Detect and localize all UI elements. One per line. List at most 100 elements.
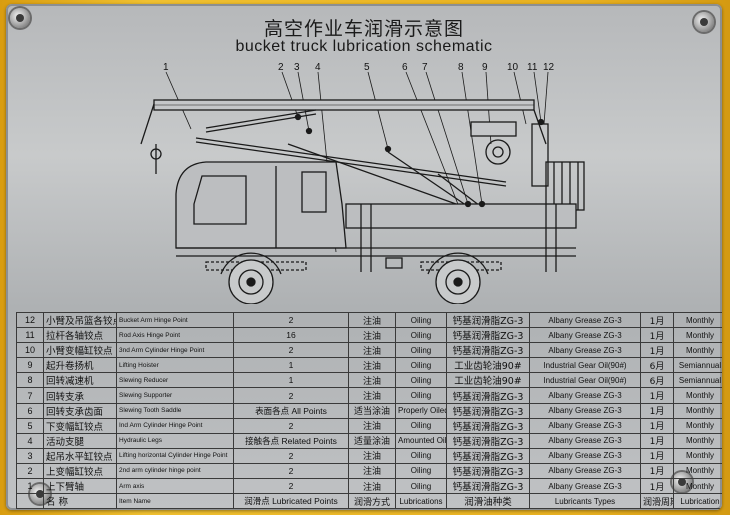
table-cell-oil-cn: 钙基润滑脂ZG-3 [446,447,530,464]
table-cell-num: 2 [16,462,44,480]
table-cell-en: Bucket Arm Hinge Point [116,311,234,329]
table-cell-lub-cn: 注油 [348,417,396,434]
table-cell-en: Lifting Hoister [116,357,234,374]
callout-label: 7 [422,62,428,73]
callout-label: 6 [402,62,408,73]
table-cell-cn: 回转支承齿面 [43,402,117,419]
table-cell-cn: 拉杆各轴铰点 [43,327,117,344]
table-cell-num: 6 [16,402,44,419]
table-cell-per-en: Monthly [673,432,722,449]
table-cell-cn: 小臂变幅缸铰点 [43,342,117,359]
table-cell-per-en: Monthly [673,342,722,359]
table-cell-oil-cn: 润滑油种类 [446,493,530,510]
callout-label: 8 [458,62,464,73]
table-cell-points: 1 [233,357,349,374]
table-cell-oil-cn: 钙基润滑脂ZG-3 [446,402,530,419]
table-cell-per-cn: 润滑周期 [640,493,674,510]
table-cell-en: Slewing Reducer [116,372,234,389]
table-cell-per-en: Monthly [673,387,722,404]
callout-label: 11 [527,62,538,73]
table-cell-oil-en: Albany Grease ZG-3 [529,478,641,495]
table-cell-per-cn: 1月 [640,417,674,434]
table-cell-per-en: Lubrication [673,493,722,510]
table-cell-oil-cn: 钙基润滑脂ZG-3 [446,327,530,344]
table-cell-lub-cn: 注油 [348,372,396,389]
table-cell-lub-en: Oiling [395,327,447,344]
table-cell-en: Lifting horizontal Cylinder Hinge Point [116,447,234,464]
table-cell-per-cn: 1月 [640,402,674,419]
table-cell-cn: 回转支承 [43,387,117,404]
table-cell-num: 12 [16,311,44,329]
table-cell-lub-en: Oiling [395,311,447,329]
table-cell-per-en: Monthly [673,327,722,344]
table-cell-cn: 活动支腿 [43,432,117,449]
table-cell-num: 3 [16,447,44,464]
callout-label: 10 [507,62,519,73]
metal-plate: 高空作业车润滑示意图 bucket truck lubrication sche… [6,4,722,510]
table-cell-per-en: Semiannual [673,357,722,374]
table-cell-en: 2nd arm cylinder hinge point [116,462,234,480]
callout-label: 3 [294,62,300,73]
table-cell-per-cn: 1月 [640,387,674,404]
callout-label: 4 [315,62,321,73]
table-cell-per-cn: 1月 [640,342,674,359]
table-cell-per-cn: 6月 [640,357,674,374]
table-cell-num: 11 [16,327,44,344]
table-cell-lub-en: Oiling [395,417,447,434]
table-cell-per-cn: 1月 [640,478,674,495]
table-cell-points: 2 [233,417,349,434]
table-cell-num: 7 [16,387,44,404]
title-chinese: 高空作业车润滑示意图 [263,18,464,40]
table-cell-lub-cn: 适量涂油 [348,432,396,449]
table-cell-num: 10 [16,342,44,359]
callout-label: 12 [543,62,555,73]
table-cell-lub-cn: 注油 [348,357,396,374]
table-cell-cn: 名 称 [43,493,117,510]
screw-icon [10,8,30,28]
table-cell-lub-cn: 注油 [348,447,396,464]
table-cell-num [16,493,44,510]
table-cell-points: 2 [233,387,349,404]
table-cell-cn: 下变幅缸铰点 [43,417,117,434]
table-cell-oil-en: Albany Grease ZG-3 [529,432,641,449]
callout-label: 5 [364,62,370,73]
table-cell-en: Slewing Supporter [116,387,234,404]
table-cell-oil-cn: 钙基润滑脂ZG-3 [446,342,530,359]
table-cell-per-cn: 1月 [640,462,674,480]
callout-label: 1 [163,62,169,73]
table-cell-points: 润滑点 Lubricated Points [233,493,349,510]
table-cell-lub-en: Oiling [395,357,447,374]
table-cell-points: 2 [233,447,349,464]
table-cell-lub-cn: 注油 [348,462,396,480]
table-cell-oil-cn: 钙基润滑脂ZG-3 [446,311,530,329]
table-cell-lub-cn: 适当涂油 [348,402,396,419]
table-cell-num: 4 [16,432,44,449]
table-cell-points: 表面各点 All Points [233,402,349,419]
truck-diagram [140,71,585,304]
table-cell-per-en: Monthly [673,417,722,434]
table-cell-oil-en: Albany Grease ZG-3 [529,447,641,464]
table-cell-num: 5 [16,417,44,434]
table-cell-cn: 起升卷扬机 [43,357,117,374]
table-cell-oil-cn: 钙基润滑脂ZG-3 [446,387,530,404]
boom-assembly [140,99,585,215]
table-cell-en: Rod Axis Hinge Point [116,327,234,344]
table-cell-oil-en: Albany Grease ZG-3 [529,417,641,434]
table-cell-oil-en: Albany Grease ZG-3 [529,327,641,344]
table-cell-cn: 上变幅缸铰点 [43,462,117,480]
table-cell-per-en: Monthly [673,311,722,329]
table-cell-lub-cn: 注油 [348,387,396,404]
table-cell-cn: 回转减速机 [43,372,117,389]
table-cell-per-cn: 1月 [640,447,674,464]
table-cell-points: 1 [233,372,349,389]
